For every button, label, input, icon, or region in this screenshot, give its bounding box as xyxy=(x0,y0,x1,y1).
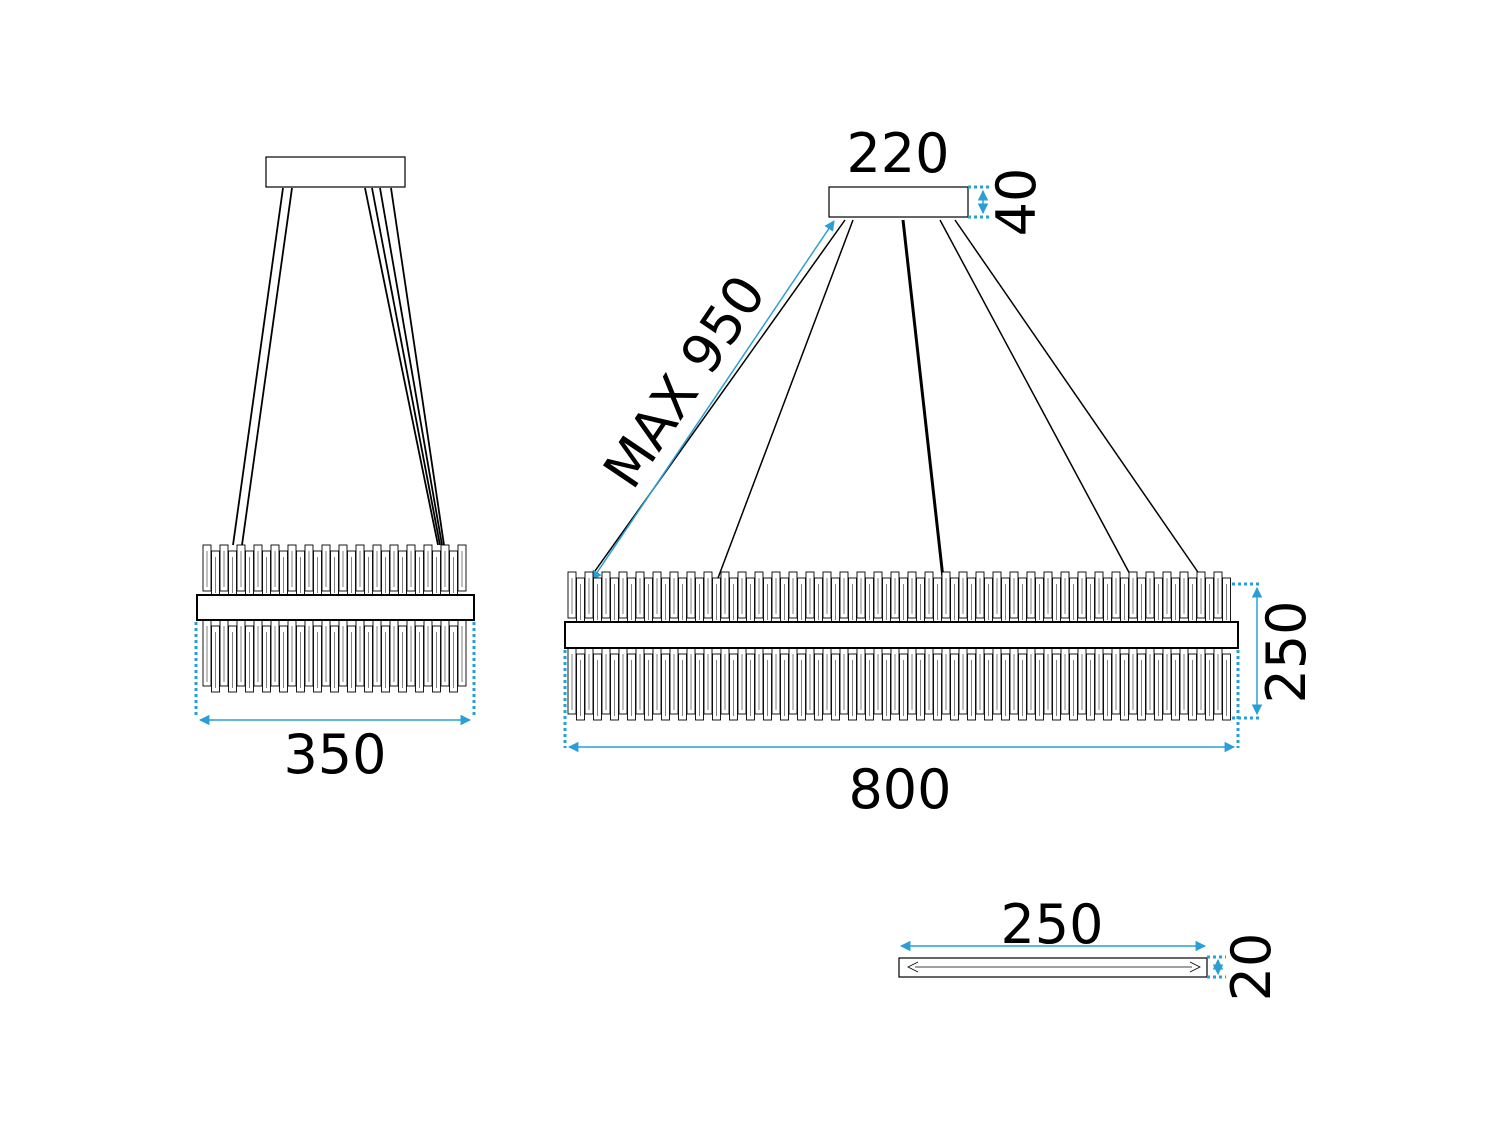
side-crystals-top xyxy=(202,544,467,598)
front-canopy xyxy=(828,186,969,218)
crystal-detail: 250 20 xyxy=(898,893,1283,1002)
side-crystals-bottom xyxy=(202,619,467,693)
side-cables xyxy=(232,187,445,546)
front-crystals-bottom xyxy=(567,647,1231,721)
canopy-width-label: 220 xyxy=(846,122,949,185)
side-canopy xyxy=(265,156,406,188)
front-view: 220 40 MAX 950 250 800 xyxy=(563,122,1318,821)
side-frame-ring xyxy=(196,594,475,621)
crystal-height-label: 20 xyxy=(1220,933,1283,1002)
side-width-label: 350 xyxy=(283,723,386,786)
canopy-height-label: 40 xyxy=(985,168,1048,237)
crystal-length-label: 250 xyxy=(1000,893,1103,956)
max-cable-dimension-line xyxy=(591,220,835,581)
crystal-tip-right xyxy=(1189,961,1201,973)
body-height-label: 250 xyxy=(1255,600,1318,703)
side-view: 350 xyxy=(194,156,476,786)
front-crystals-top xyxy=(567,571,1231,625)
front-frame-ring xyxy=(564,621,1239,649)
crystal-rod xyxy=(898,957,1208,978)
max-cable-label: MAX 950 xyxy=(591,264,778,499)
body-width-label: 800 xyxy=(848,758,951,821)
crystal-tip-left xyxy=(907,961,919,973)
